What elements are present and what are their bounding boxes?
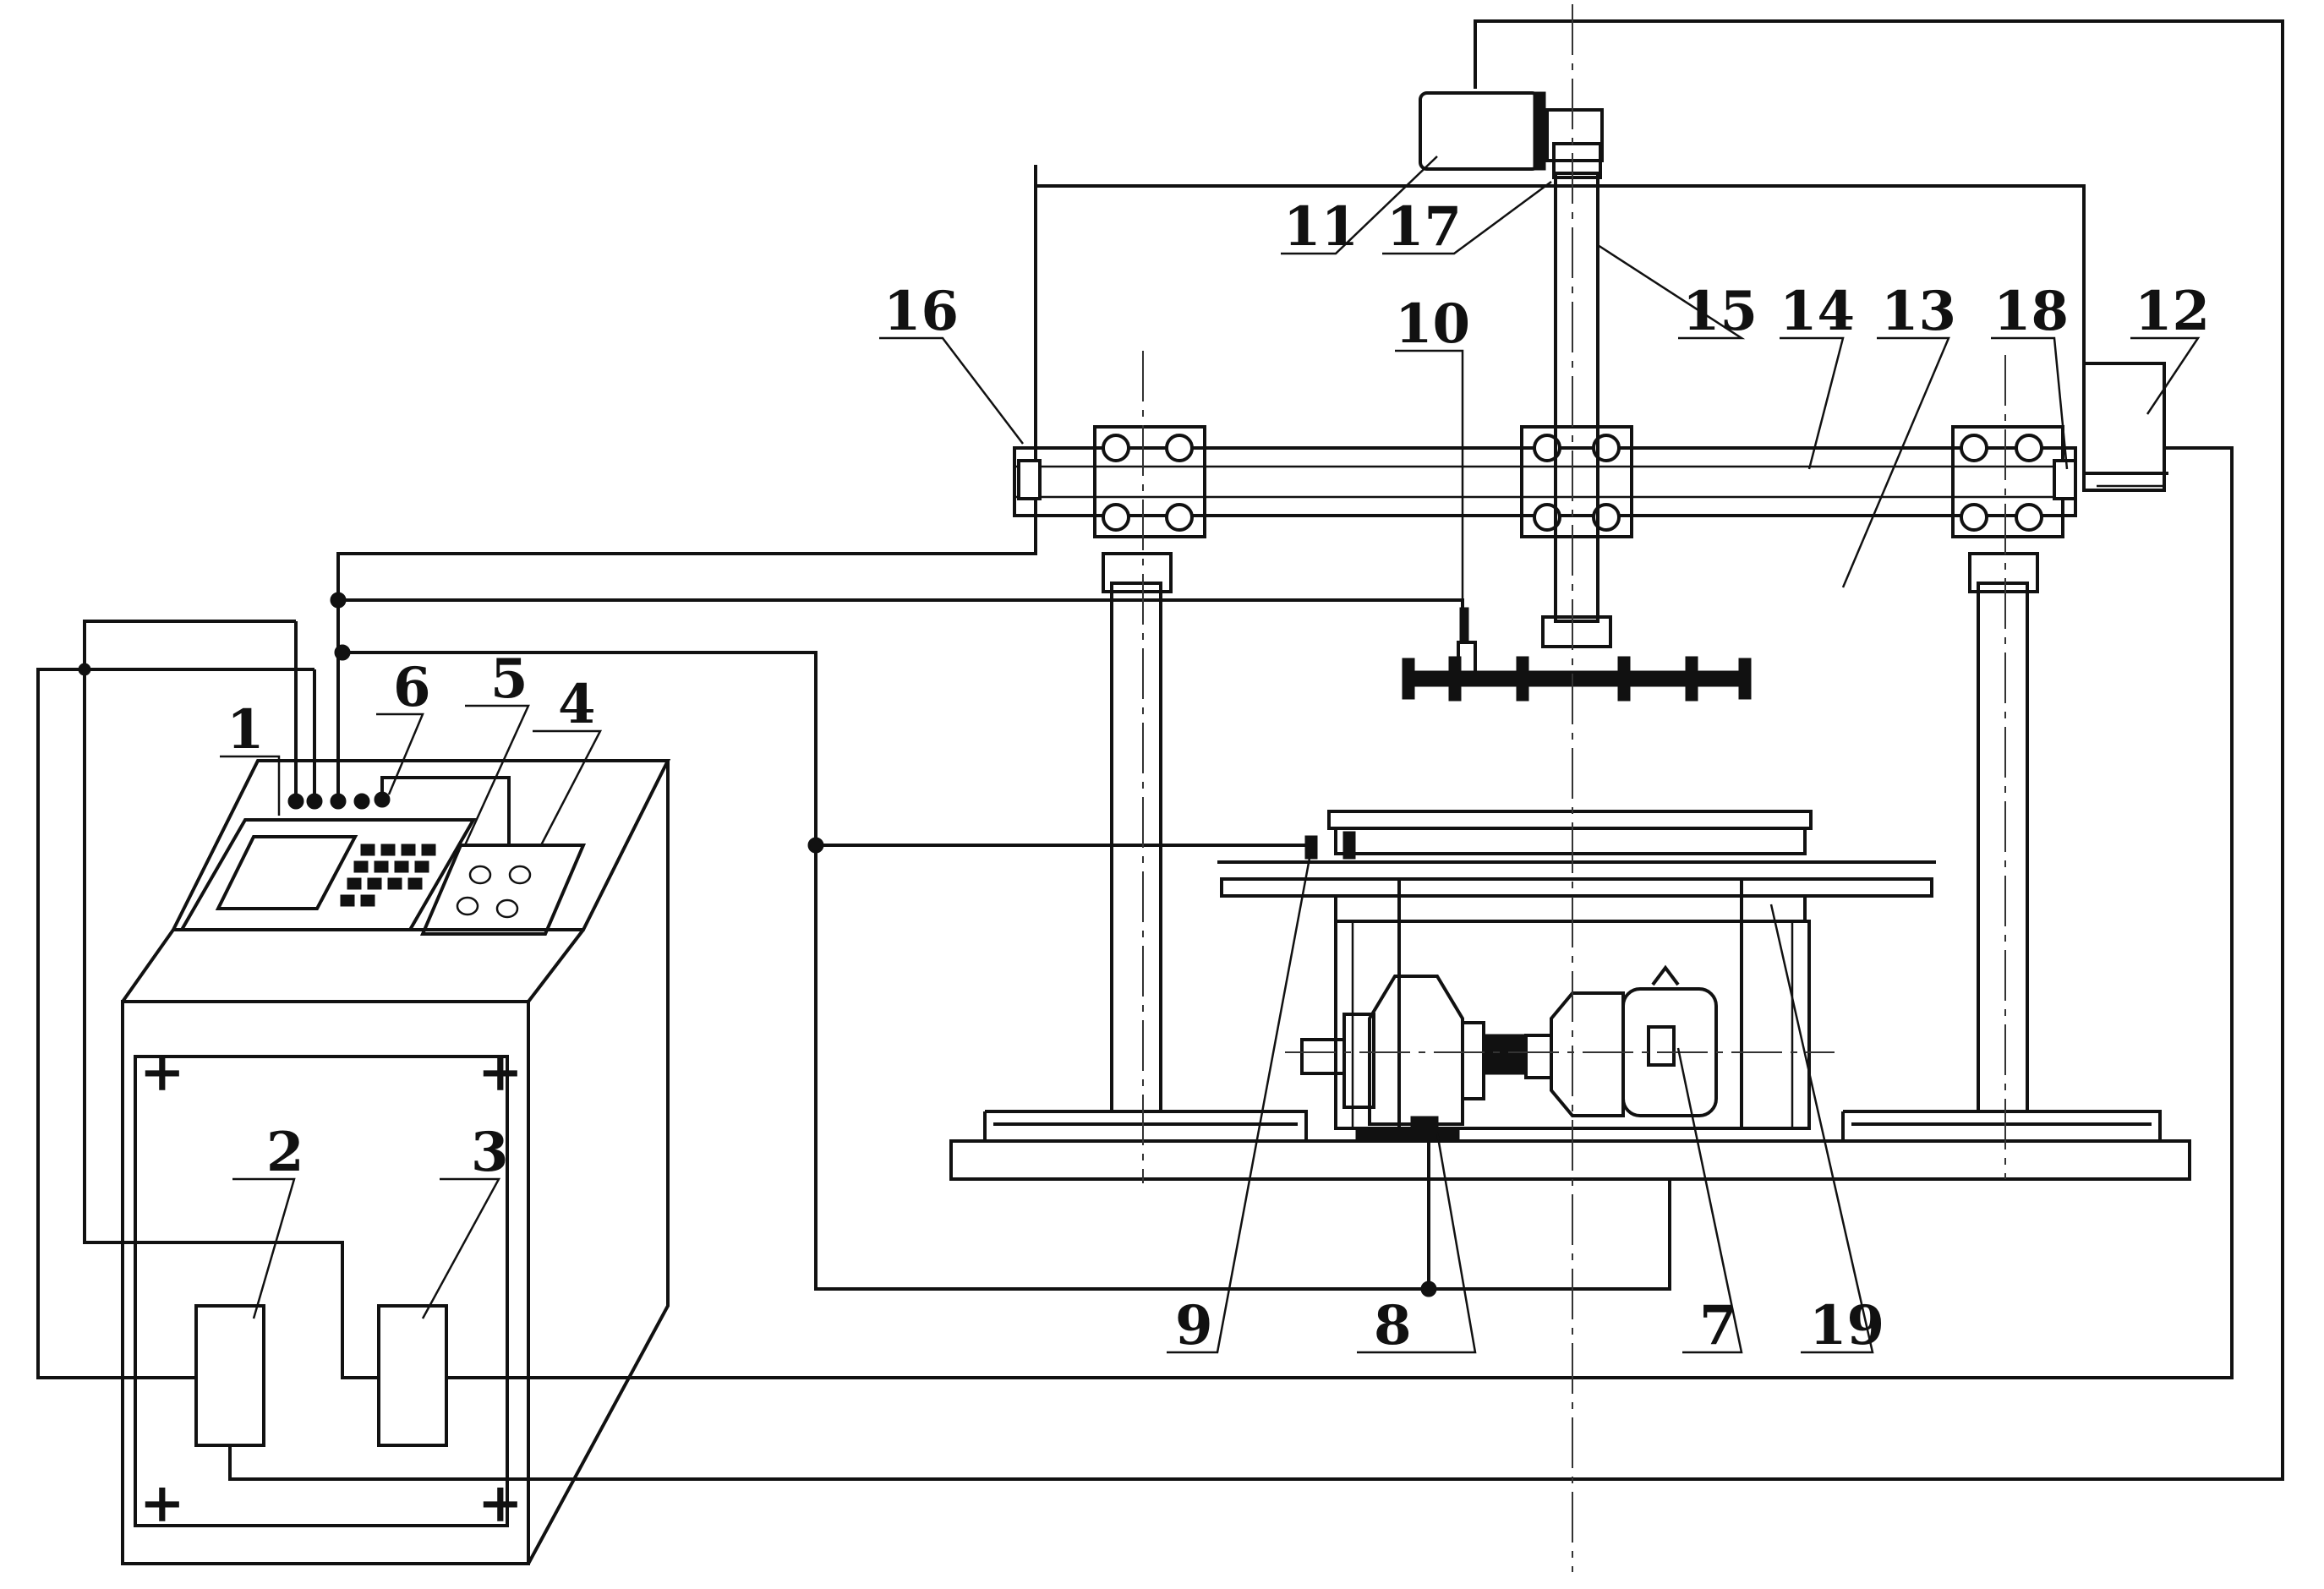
label-14: 14 (1780, 280, 1855, 343)
right-column (1977, 582, 2029, 1113)
label-6: 6 (393, 656, 431, 719)
label-13: 13 (1881, 280, 1956, 343)
svg-text:+: + (478, 1472, 523, 1535)
base-plate (949, 1139, 2191, 1181)
label-7: 7 (1699, 1294, 1737, 1357)
label-11: 11 (1283, 195, 1359, 259)
label-9: 9 (1175, 1294, 1213, 1357)
label-5: 5 (490, 647, 528, 711)
label-17: 17 (1386, 195, 1462, 259)
button-panel (419, 844, 587, 936)
svg-text:+: + (139, 1472, 185, 1535)
part-labels: 1 2 3 4 5 6 7 8 9 10 11 12 13 14 15 16 1… (227, 195, 2210, 1357)
label-15: 15 (1682, 280, 1758, 343)
work-table (1217, 810, 1936, 1130)
gantry-frame (949, 425, 2191, 1181)
motor-11 (1419, 91, 1604, 171)
tool-bar-13 (1402, 607, 1752, 702)
sensor-16 (1017, 459, 1042, 500)
keypad (340, 844, 436, 907)
component-12 (2082, 362, 2168, 492)
left-column (1110, 582, 1162, 1113)
label-8: 8 (1374, 1294, 1412, 1357)
wiring (36, 19, 2284, 1481)
display-screen (215, 835, 358, 910)
label-19: 19 (1809, 1294, 1884, 1357)
operator-panel (178, 818, 477, 931)
svg-text:+: + (478, 1040, 523, 1104)
component-3 (377, 1304, 448, 1447)
sensor-18 (2053, 459, 2077, 500)
control-cabinet: + + + + (121, 759, 671, 1565)
vertical-column-15 (1541, 142, 1612, 648)
label-10: 10 (1395, 292, 1470, 356)
label-18: 18 (1993, 280, 2069, 343)
leader-lines (220, 156, 2201, 1354)
label-16: 16 (883, 280, 959, 343)
component-2 (194, 1304, 265, 1447)
label-2: 2 (266, 1121, 304, 1184)
label-3: 3 (471, 1121, 509, 1184)
label-12: 12 (2135, 280, 2210, 343)
label-4: 4 (558, 673, 596, 736)
center-lines (1142, 4, 2006, 1572)
label-1: 1 (227, 698, 265, 762)
panel-screw-icons: + + + + (139, 1040, 523, 1535)
svg-text:+: + (139, 1040, 185, 1104)
